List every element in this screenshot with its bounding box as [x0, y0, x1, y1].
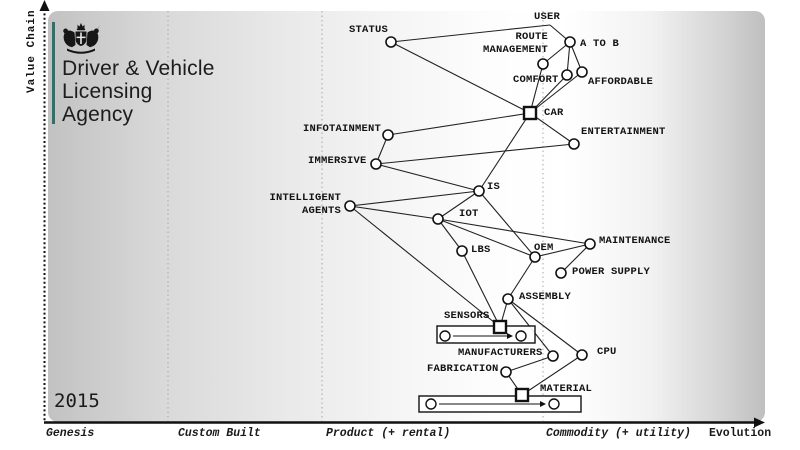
node-manufacturers [547, 350, 559, 362]
edge-iot-oem [437, 218, 536, 258]
label-entertainment: ENTERTAINMENT [581, 126, 666, 138]
node-immersive [370, 158, 382, 170]
node-cpu [576, 349, 588, 361]
year-label: 2015 [54, 390, 100, 412]
edge-is-oem [478, 190, 536, 258]
node-infotainment [382, 129, 394, 141]
evolution-axis-arrow [754, 417, 765, 428]
royal-crest-icon [63, 23, 101, 54]
label-user: USER [534, 11, 561, 23]
node-is [473, 185, 485, 197]
agency-title-line-3: Agency [62, 103, 134, 126]
edge-is-iot [437, 190, 480, 220]
label-comfort: COMFORT [513, 74, 559, 86]
edge-route_management-car [529, 63, 544, 114]
edge-car-is [478, 112, 531, 192]
node-power_supply [555, 267, 567, 279]
label-affordable: AFFORDABLE [588, 76, 654, 88]
agency-title-line-1: Driver & Vehicle [62, 57, 215, 80]
sensors_pipeline-arrowhead [507, 333, 513, 339]
edge-iot-maintenance [437, 218, 591, 245]
edge-immersive-is [375, 163, 480, 192]
evolution-axis-label: Evolution [709, 427, 772, 440]
node-material [514, 387, 530, 403]
node-a_to_b [564, 36, 576, 48]
edge-car-entertainment [529, 112, 575, 145]
node-assembly [502, 293, 514, 305]
label-cpu: CPU [597, 346, 617, 358]
label-infotainment: INFOTAINMENT [303, 123, 382, 135]
edge-affordable-car [529, 71, 583, 114]
label-maintenance: MAINTENANCE [599, 235, 671, 247]
label-a_to_b: A TO B [580, 38, 620, 50]
node-maintenance [584, 238, 596, 250]
edge-cpu-material [521, 354, 583, 396]
node-affordable [576, 66, 588, 78]
label-material: MATERIAL [540, 383, 593, 395]
edge-intelligent_agents-iot [349, 205, 439, 220]
sensors_pipeline-right-node [515, 330, 527, 342]
node-entertainment [568, 138, 580, 150]
node-iot [432, 213, 444, 225]
label-manufacturers: MANUFACTURERS [458, 347, 543, 359]
node-oem [529, 251, 541, 263]
stage-label-product: Product (+ rental) [326, 427, 451, 440]
label-lbs: LBS [471, 244, 491, 256]
edge-manufacturers-fabrication [505, 355, 554, 373]
value-chain-axis-arrow [39, 0, 50, 11]
node-comfort [561, 69, 573, 81]
agency-title-line-2: Licensing [62, 80, 153, 103]
stage-label-commodity: Commodity (+ utility) [546, 427, 691, 440]
label-car: CAR [544, 107, 564, 119]
edge-intelligent_agents-sensors [349, 205, 501, 328]
label-is: IS [487, 181, 501, 193]
label-fabrication: FABRICATION [427, 363, 499, 375]
edge-status-car [390, 41, 531, 114]
value-chain-axis-label: Value Chain [26, 9, 38, 93]
label-immersive: IMMERSIVE [308, 155, 367, 167]
edge-assembly-cpu [507, 298, 583, 356]
sensors_pipeline-left-node [439, 330, 451, 342]
agency-title: Driver & Vehicle Licensing Agency [62, 57, 215, 126]
node-lbs [456, 245, 468, 257]
sensors_pipeline-box [436, 325, 536, 344]
label-sensors: SENSORS [444, 310, 490, 322]
edge-oem-assembly [507, 256, 536, 300]
node-car [522, 105, 538, 121]
node-fabrication [500, 366, 512, 378]
edge-maintenance-power_supply [560, 243, 591, 274]
edge-car-infotainment [387, 112, 531, 136]
edge-a_to_b-route_management [542, 41, 571, 65]
edge-immersive-entertainment [375, 143, 575, 165]
edge-is-intelligent_agents [349, 190, 480, 207]
title-accent-bar [52, 22, 55, 124]
edge-oem-maintenance [534, 243, 591, 258]
stage-label-custom: Custom Built [178, 427, 261, 440]
node-route_management [537, 58, 549, 70]
label-iot: IOT [459, 208, 479, 220]
edge-lbs-sensors [461, 250, 501, 328]
edge-status-user [390, 24, 551, 43]
label-assembly: ASSEMBLY [519, 291, 572, 303]
edge-iot-lbs [437, 218, 463, 252]
node-intelligent_agents [344, 200, 356, 212]
label-status: STATUS [349, 24, 389, 36]
label-oem: OEM [534, 242, 554, 254]
stage-label-genesis: Genesis [46, 427, 95, 440]
node-status [385, 36, 397, 48]
node-sensors [492, 319, 508, 335]
label-power_supply: POWER SUPPLY [572, 266, 651, 278]
material_pipeline-right-node [548, 398, 560, 410]
material_pipeline-left-node [425, 398, 437, 410]
material_pipeline-arrowhead [540, 401, 546, 407]
